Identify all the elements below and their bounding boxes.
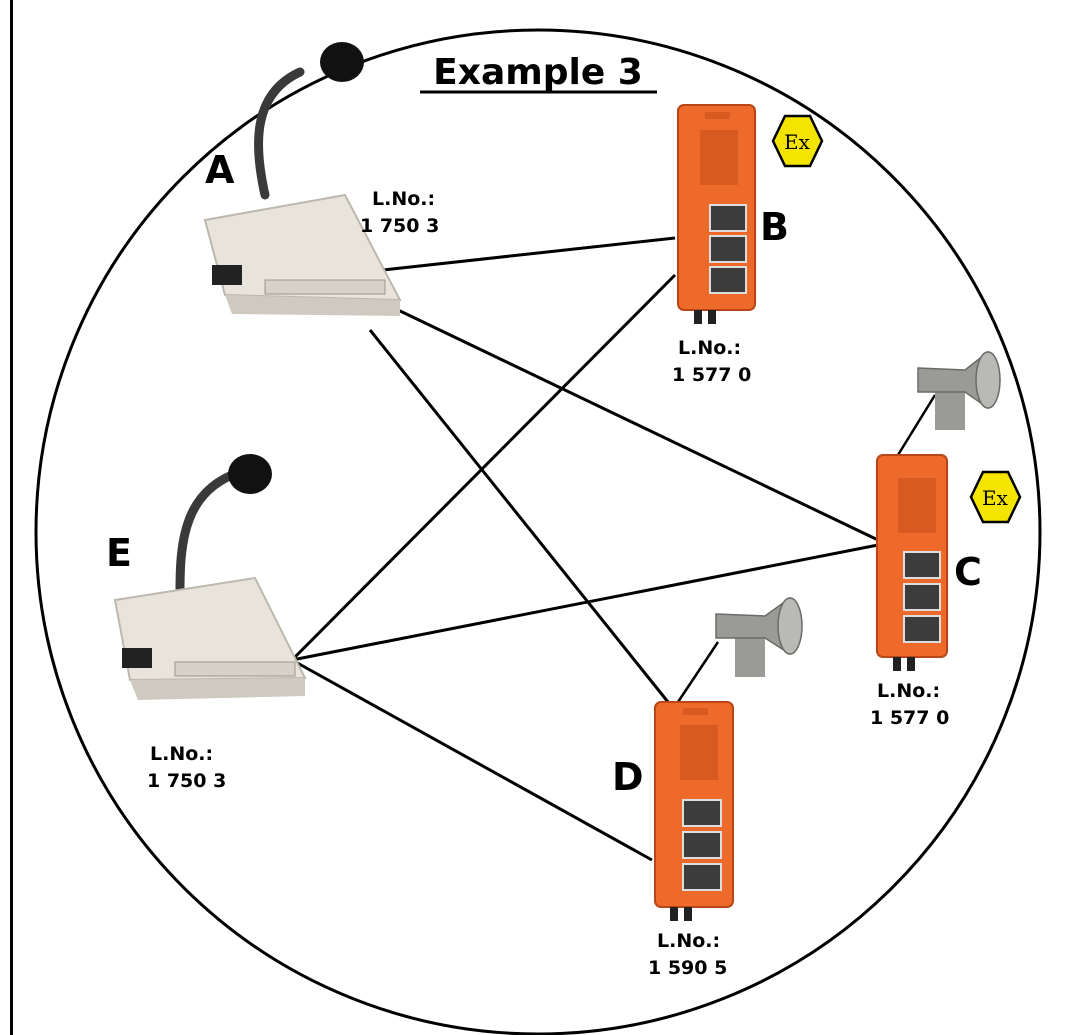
- ex-mark-text-b: Ex: [784, 130, 811, 154]
- connection-a-c: [397, 308, 879, 542]
- station-front-icon: [130, 678, 305, 700]
- microphone-head-icon: [320, 42, 364, 82]
- cable-gland-icon: [893, 657, 901, 671]
- lno-label-d: L.No.:: [657, 930, 720, 952]
- lno-value-e: 1 750 3: [147, 770, 226, 792]
- horn-bracket-icon: [735, 632, 765, 677]
- device-letter-b: B: [760, 205, 789, 249]
- ex-mark-c: Ex: [969, 470, 1022, 524]
- ex-hazard-icon: [771, 114, 824, 168]
- cable-gland-icon: [684, 907, 692, 921]
- system-circle: [34, 28, 1042, 1035]
- horn-speaker-d: [676, 596, 803, 703]
- speaker-grille-icon: [700, 130, 738, 185]
- unit-button-3-icon: [682, 863, 722, 891]
- connection-e-b: [290, 273, 677, 662]
- device-letter-a: A: [205, 148, 235, 192]
- station-front-icon: [225, 295, 400, 316]
- lno-label-c: L.No.:: [877, 680, 940, 702]
- lno-label-b: L.No.:: [678, 337, 741, 359]
- station-keypad-icon: [174, 661, 296, 677]
- lno-value-b: 1 577 0: [672, 364, 751, 386]
- connection-a-b: [382, 236, 676, 272]
- unit-button-1-icon: [903, 551, 941, 579]
- speaker-grille-icon: [898, 478, 936, 533]
- horn-mouth-icon: [777, 597, 803, 655]
- unit-button-3-icon: [903, 615, 941, 643]
- gooseneck-icon: [175, 467, 245, 595]
- intercom-unit-b: [677, 104, 756, 324]
- cable-gland-icon: [907, 657, 915, 671]
- horn-speaker-c: [896, 350, 1001, 456]
- lno-label-a: L.No.:: [372, 188, 435, 210]
- intercom-unit-c: [876, 454, 948, 671]
- station-foot-icon: [122, 648, 152, 668]
- unit-label-plate-icon: [705, 112, 730, 119]
- lno-label-e: L.No.:: [150, 743, 213, 765]
- station-foot-icon: [212, 265, 242, 285]
- unit-label-plate-icon: [683, 708, 708, 715]
- horn-mouth-icon: [975, 351, 1001, 409]
- lno-value-d: 1 590 5: [648, 957, 727, 979]
- diagram-title: Example 3: [433, 52, 643, 93]
- lno-value-a: 1 750 3: [360, 215, 439, 237]
- cable-gland-icon: [694, 310, 702, 324]
- unit-button-1-icon: [709, 204, 747, 232]
- ex-hazard-icon: [969, 470, 1022, 524]
- gooseneck-icon: [254, 67, 305, 200]
- connection-e-c: [291, 543, 879, 662]
- lno-value-c: 1 577 0: [870, 707, 949, 729]
- desk-station-e: [113, 454, 307, 700]
- unit-button-2-icon: [903, 583, 941, 611]
- connection-lines: [290, 236, 879, 862]
- cable-gland-icon: [670, 907, 678, 921]
- connection-e-d: [291, 658, 653, 862]
- horn-cable: [676, 641, 720, 703]
- ex-mark-text-c: Ex: [982, 486, 1009, 510]
- cable-gland-icon: [708, 310, 716, 324]
- unit-button-2-icon: [682, 831, 722, 859]
- station-keypad-icon: [264, 279, 386, 295]
- device-letter-d: D: [612, 755, 644, 799]
- microphone-head-icon: [228, 454, 272, 494]
- intercom-unit-d: [654, 701, 734, 921]
- desk-station-a: [203, 42, 402, 316]
- horn-cable: [896, 394, 937, 456]
- unit-button-3-icon: [709, 266, 747, 294]
- unit-button-2-icon: [709, 235, 747, 263]
- ex-mark-b: Ex: [771, 114, 824, 168]
- device-letter-c: C: [954, 550, 982, 594]
- unit-button-1-icon: [682, 799, 722, 827]
- speaker-grille-icon: [680, 725, 718, 780]
- connection-a-d: [368, 329, 670, 703]
- device-letter-e: E: [106, 531, 132, 575]
- left-border-line: [10, 0, 13, 1035]
